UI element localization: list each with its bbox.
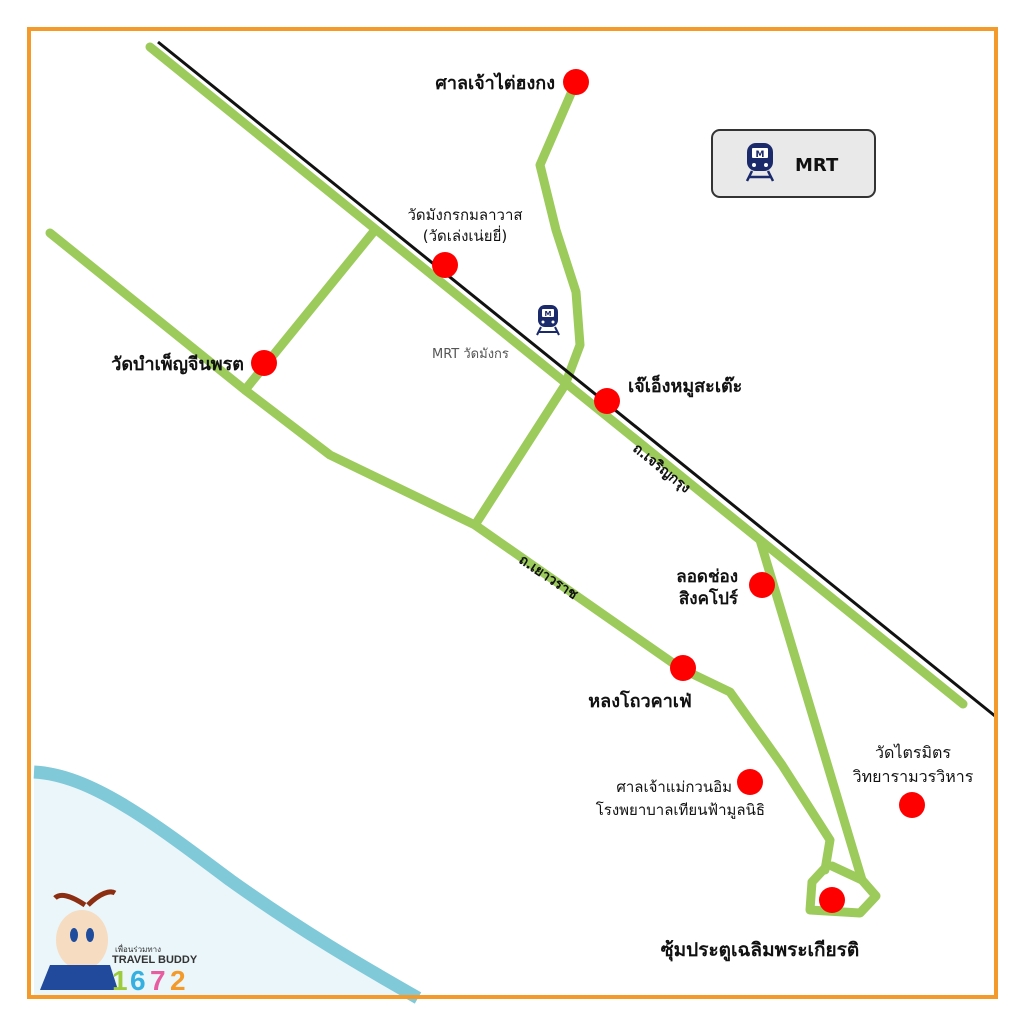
poi-dot[interactable] xyxy=(594,388,620,414)
road-cross-2 xyxy=(470,380,570,530)
mrt-line xyxy=(157,40,996,718)
poi-dot[interactable] xyxy=(251,350,277,376)
logo-brand: TRAVEL BUDDY xyxy=(112,954,198,966)
logo-digit: 6 xyxy=(130,965,146,996)
place-label: ศาลเจ้าแม่กวนอิม xyxy=(616,778,732,796)
place-label: ซุ้มประตูเฉลิมพระเกียรติ xyxy=(661,939,859,962)
mrt-station-icon[interactable]: M xyxy=(536,305,560,336)
map-frame xyxy=(27,27,998,999)
mrt-legend-label: MRT xyxy=(795,155,839,176)
road-charoen-krung xyxy=(145,42,968,709)
logo-digit: 7 xyxy=(150,965,166,996)
poi-dot[interactable] xyxy=(899,792,925,818)
place-sublabel: (วัดเล่งเน่ยยี่) xyxy=(423,225,507,245)
poi-dot[interactable] xyxy=(670,655,696,681)
travel-buddy-logo: เพื่อนร่วมทาง TRAVEL BUDDY 1 6 7 2 xyxy=(40,889,198,996)
place-label: วัดไตรมิตร xyxy=(875,743,951,762)
road-loop xyxy=(805,861,881,918)
mrt-train-icon: M xyxy=(745,143,775,182)
poi-dot[interactable] xyxy=(432,252,458,278)
place-label: หลงโถวคาเฟ่ xyxy=(588,690,691,712)
river xyxy=(33,765,422,1004)
road-yaowarat xyxy=(45,228,835,875)
svg-text:M: M xyxy=(756,150,765,160)
road-diagonal xyxy=(755,535,867,885)
place-sublabel: โรงพยาบาลเทียนฟ้ามูลนิธิ xyxy=(596,801,765,819)
svg-text:M: M xyxy=(545,310,552,318)
place-label: วัดบำเพ็ญจีนพรต xyxy=(111,352,244,375)
place-label: ศาลเจ้าไต่ฮงกง xyxy=(435,72,555,94)
road-north xyxy=(535,77,585,390)
poi-dot[interactable] xyxy=(749,572,775,598)
place-sublabel: วิทยารามวรวิหาร xyxy=(853,767,974,786)
poi-dot[interactable] xyxy=(819,887,845,913)
place-label: วัดมังกรกมลาวาส xyxy=(407,206,522,224)
mrt-station-label: MRT วัดมังกร xyxy=(432,347,509,362)
poi-markers xyxy=(251,69,925,913)
poi-dot[interactable] xyxy=(563,69,589,95)
logo-digit: 1 xyxy=(112,965,128,996)
road-label-yaowarat: ถ.เยาวราช xyxy=(516,552,581,603)
logo-thai: เพื่อนร่วมทาง xyxy=(115,943,161,954)
logo-digit: 2 xyxy=(170,965,186,996)
mrt-legend: M MRT xyxy=(711,129,876,198)
place-label: เจ๊เอ็งหมูสะเต๊ะ xyxy=(628,374,742,398)
place-sublabel: สิงคโปร์ xyxy=(679,588,739,609)
poi-dot[interactable] xyxy=(737,769,763,795)
place-label: ลอดช่อง xyxy=(676,567,738,587)
